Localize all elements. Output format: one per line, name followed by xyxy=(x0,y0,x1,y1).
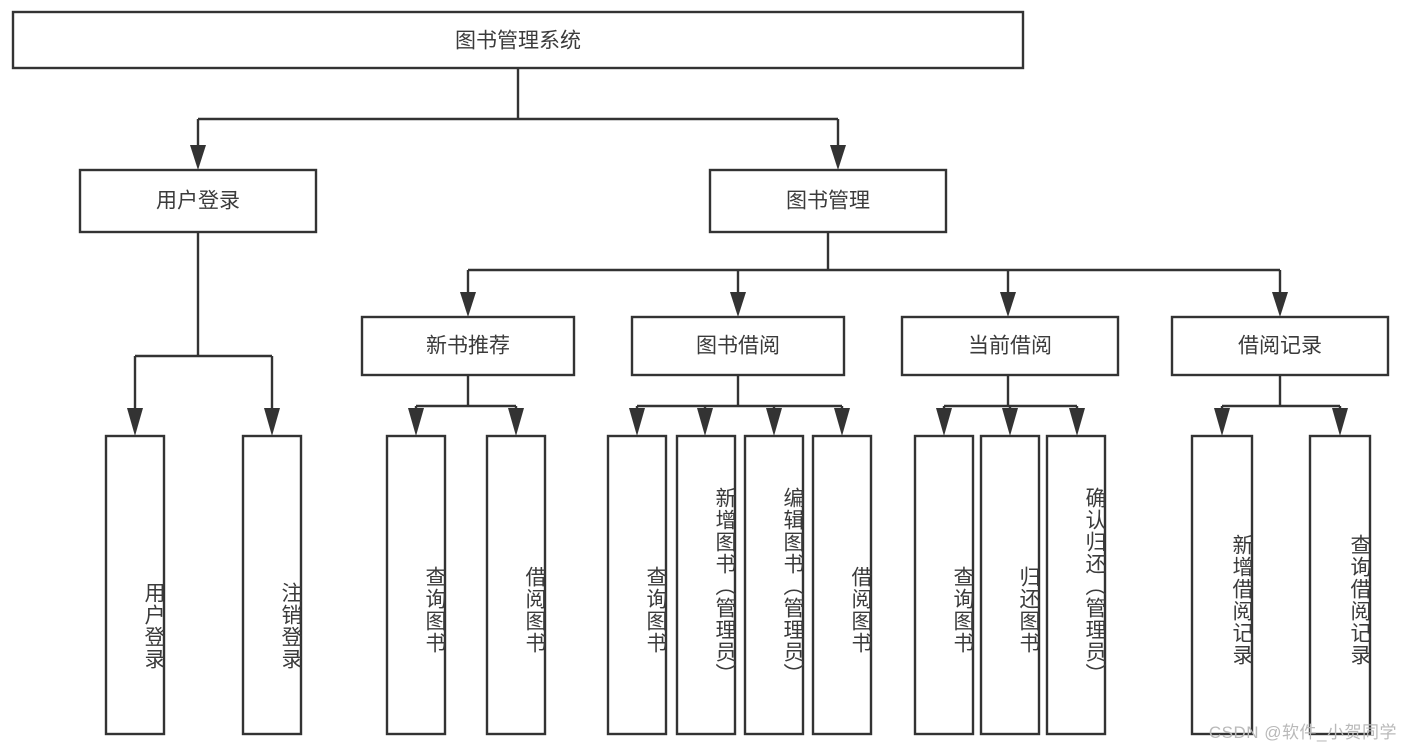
node-leaf-query-books-current-box[interactable] xyxy=(913,434,975,736)
node-leaf-query-books-borrow-box[interactable] xyxy=(606,434,668,736)
arrowhead-book-borrow xyxy=(730,292,746,317)
arrowhead-leaf-confirm-return-admin xyxy=(1069,408,1085,436)
node-layer: 图书管理系统 用户登录 图书管理 新书推荐 图书借阅 当前借阅 借阅记录 xyxy=(11,10,1390,736)
arrowhead-leaf-query-borrow-record xyxy=(1332,408,1348,436)
node-leaf-confirm-return-admin-box[interactable] xyxy=(1045,434,1107,736)
arrowhead-leaf-return-books xyxy=(1002,408,1018,436)
arrowhead-leaf-borrow-books-recommend xyxy=(508,408,524,436)
arrowhead-leaf-edit-book-admin xyxy=(766,408,782,436)
node-user-login-box[interactable] xyxy=(78,168,318,234)
node-leaf-logout-login-box[interactable] xyxy=(241,434,303,736)
arrowhead-user-login xyxy=(190,145,206,170)
node-new-book-recommend-label: 新书推荐 xyxy=(426,335,510,358)
node-leaf-user-login-box[interactable] xyxy=(104,434,166,736)
node-borrow-record-label: 借阅记录 xyxy=(1238,335,1322,358)
node-book-management-box[interactable] xyxy=(708,168,948,234)
arrowhead-current-borrow xyxy=(1000,292,1016,317)
connector-layer xyxy=(127,68,1348,436)
node-leaf-add-book-admin-box[interactable] xyxy=(675,434,737,736)
node-leaf-add-borrow-record-box[interactable] xyxy=(1190,434,1254,736)
arrowhead-book-management xyxy=(830,145,846,170)
node-leaf-edit-book-admin-box[interactable] xyxy=(743,434,805,736)
arrowhead-leaf-logout-login xyxy=(264,408,280,436)
arrowhead-leaf-add-book-admin xyxy=(697,408,713,436)
node-leaf-return-books-box[interactable] xyxy=(979,434,1041,736)
node-leaf-query-books-recommend-box[interactable] xyxy=(385,434,447,736)
arrowhead-leaf-query-books-current xyxy=(936,408,952,436)
node-book-borrow-label: 图书借阅 xyxy=(696,335,780,358)
arrowhead-leaf-query-books-borrow xyxy=(629,408,645,436)
node-borrow-record-box[interactable] xyxy=(1170,315,1390,377)
node-book-borrow-box[interactable] xyxy=(630,315,846,377)
arrowhead-leaf-add-borrow-record xyxy=(1214,408,1230,436)
node-current-borrow-box[interactable] xyxy=(900,315,1120,377)
arrowhead-leaf-query-books-recommend xyxy=(408,408,424,436)
node-book-management-label: 图书管理 xyxy=(786,190,870,213)
node-root-label: 图书管理系统 xyxy=(455,30,581,53)
node-leaf-query-borrow-record-box[interactable] xyxy=(1308,434,1372,736)
node-user-login-label: 用户登录 xyxy=(156,190,240,213)
arrowhead-leaf-borrow-books-borrow xyxy=(834,408,850,436)
node-leaf-borrow-books-recommend-box[interactable] xyxy=(485,434,547,736)
node-new-book-recommend-box[interactable] xyxy=(360,315,576,377)
csdn-watermark: CSDN @软件_小贺同学 xyxy=(1208,723,1397,742)
node-current-borrow-label: 当前借阅 xyxy=(968,335,1052,358)
arrowhead-borrow-record xyxy=(1272,292,1288,317)
arrowhead-leaf-user-login xyxy=(127,408,143,436)
node-leaf-borrow-books-borrow-box[interactable] xyxy=(811,434,873,736)
arrowhead-new-book-recommend xyxy=(460,292,476,317)
node-root-box[interactable] xyxy=(11,10,1025,70)
